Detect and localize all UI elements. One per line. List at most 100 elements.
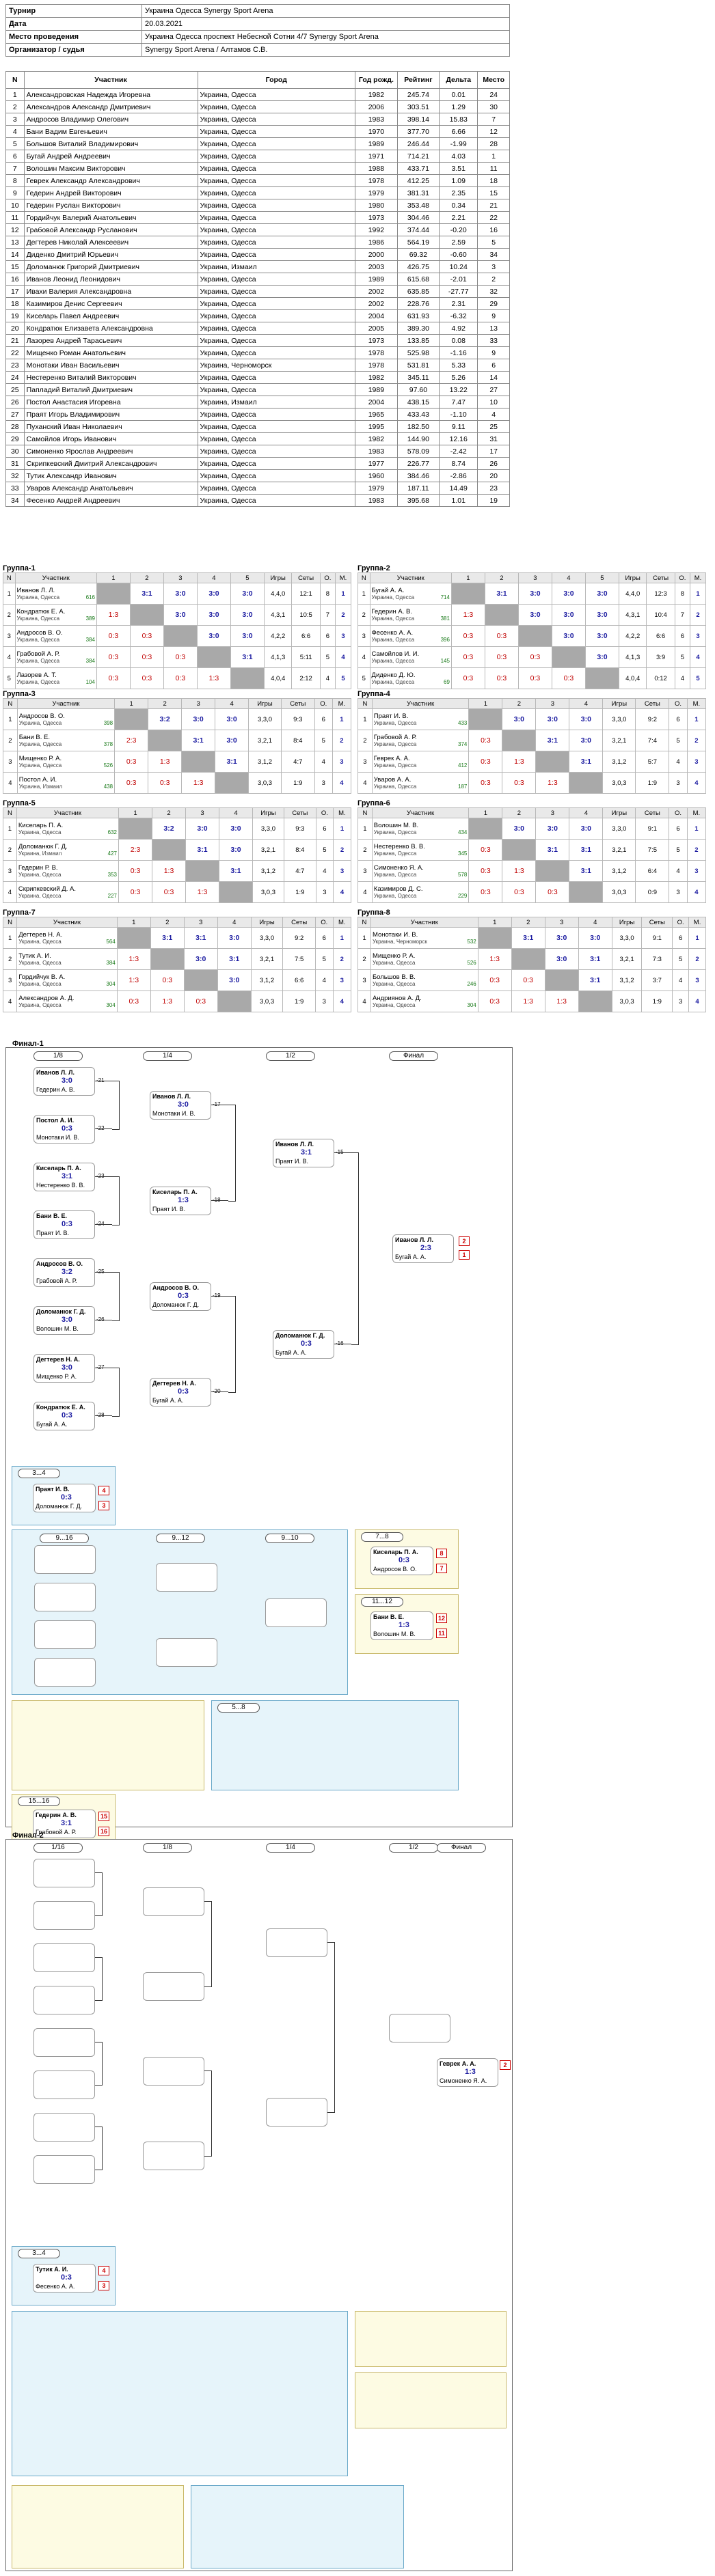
score-cell: 1:3 (477, 948, 512, 970)
table-cell: 32 (477, 285, 510, 298)
match-number: -15 (336, 1149, 344, 1155)
bracket-line (95, 2127, 103, 2170)
table-cell: 0.34 (439, 199, 478, 212)
group-stat: 4:7 (283, 860, 316, 882)
table-cell: Украина, Одесса (197, 383, 356, 396)
match-score: 3:1 (195, 934, 206, 942)
score-cell: 0:3 (152, 881, 186, 903)
group-stat: 5 (314, 730, 333, 751)
match-score: 3:0 (530, 590, 541, 598)
table-cell: -2.86 (439, 469, 478, 482)
group-stat: 7 (319, 604, 336, 626)
table-cell: 23 (477, 482, 510, 495)
player-rating: 384 (85, 658, 95, 664)
group-stat: 4 (686, 772, 707, 794)
player-rating: 145 (440, 658, 450, 664)
players-header-cell: Участник (23, 71, 198, 89)
group-stat: 7:4 (635, 730, 670, 751)
group-stat: 5:11 (291, 646, 321, 668)
table-cell: 2000 (355, 248, 398, 261)
match-score: 3:1 (547, 846, 558, 854)
match-number: -25 (96, 1269, 105, 1275)
match-score: 3:1 (193, 736, 204, 745)
match-score: 0:3 (301, 1340, 312, 1348)
group-header-cell: 4 (569, 807, 604, 818)
group-stat: 3,1,2 (602, 751, 636, 773)
match-score: 1:3 (489, 955, 500, 963)
bracket-line (112, 1368, 120, 1417)
group-title: Группа-2 (358, 564, 390, 572)
match-player: Волошин М. В. (373, 1631, 416, 1637)
score-cell: 1:3 (148, 751, 183, 773)
group-stat: 4 (674, 667, 690, 689)
group-header-cell: 4 (215, 698, 249, 709)
group-stat: 2 (686, 839, 707, 861)
score-cell: 3:0 (569, 708, 604, 730)
table-cell: Бугай Андрей Андреевич (23, 150, 198, 163)
group-stat: 3 (314, 991, 334, 1012)
score-cell: 3:0 (185, 818, 219, 840)
group-stat: 5 (669, 730, 688, 751)
self-cell (152, 839, 186, 861)
group-stat: 3 (334, 625, 352, 647)
players-header-cell: Рейтинг (396, 71, 440, 89)
score-cell: 3:1 (129, 583, 164, 605)
match-box (33, 2113, 95, 2142)
table-cell: Украина, Одесса (197, 297, 356, 310)
table-cell: Украина, Одесса (197, 186, 356, 199)
match-score: 0:3 (163, 888, 174, 896)
score-cell: 0:3 (535, 881, 570, 903)
match-score: 0:3 (481, 888, 491, 896)
group-title: Группа-8 (358, 909, 390, 917)
group-header-cell: М. (332, 917, 352, 928)
group-stat: 3 (686, 751, 707, 773)
group-stat: 3,0,3 (602, 772, 636, 794)
table-cell: 10 (477, 396, 510, 408)
group-header-cell: Игры (618, 572, 647, 583)
group-header-cell: Сеты (283, 807, 316, 818)
self-cell (551, 646, 586, 668)
group-seed: 1 (2, 927, 18, 949)
table-cell: 1978 (355, 346, 398, 359)
group-seed: 3 (358, 625, 370, 647)
player-rating: 398 (103, 720, 113, 726)
table-cell: 246.44 (396, 137, 440, 150)
match-player: Бугай А. А. (395, 1254, 427, 1260)
group-header-cell: О. (669, 807, 688, 818)
score-cell: 3:0 (215, 730, 249, 751)
match-score: 1:3 (159, 758, 170, 766)
match-number: -23 (96, 1173, 105, 1179)
table-cell: 26 (477, 457, 510, 470)
group-header-cell: М. (689, 572, 707, 583)
group-seed: 1 (358, 818, 373, 840)
info-value: 20.03.2021 (141, 17, 510, 31)
score-cell: 0:3 (450, 646, 485, 668)
table-cell: Папладий Виталий Дмитриевич (23, 383, 198, 396)
match-number: -17 (213, 1101, 221, 1107)
group-stat: 4,2,2 (618, 625, 647, 647)
table-cell: 1982 (355, 432, 398, 445)
self-cell (511, 948, 545, 970)
bracket-line (204, 1901, 212, 1987)
table-cell: Скрипкевский Дмитрий Александрович (23, 457, 198, 470)
match-box (143, 2057, 204, 2086)
table-cell: Украина, Одесса (197, 445, 356, 458)
match-score: 3:1 (590, 955, 601, 963)
players-header-cell: Дельта (439, 71, 478, 89)
match-score: 0:3 (523, 976, 534, 984)
group-stat: 9:3 (283, 818, 316, 840)
group-stat: 0:9 (635, 881, 670, 903)
group-stat: 8 (319, 583, 336, 605)
match-score: 0:3 (108, 632, 119, 640)
match-score: 3:0 (197, 825, 208, 833)
